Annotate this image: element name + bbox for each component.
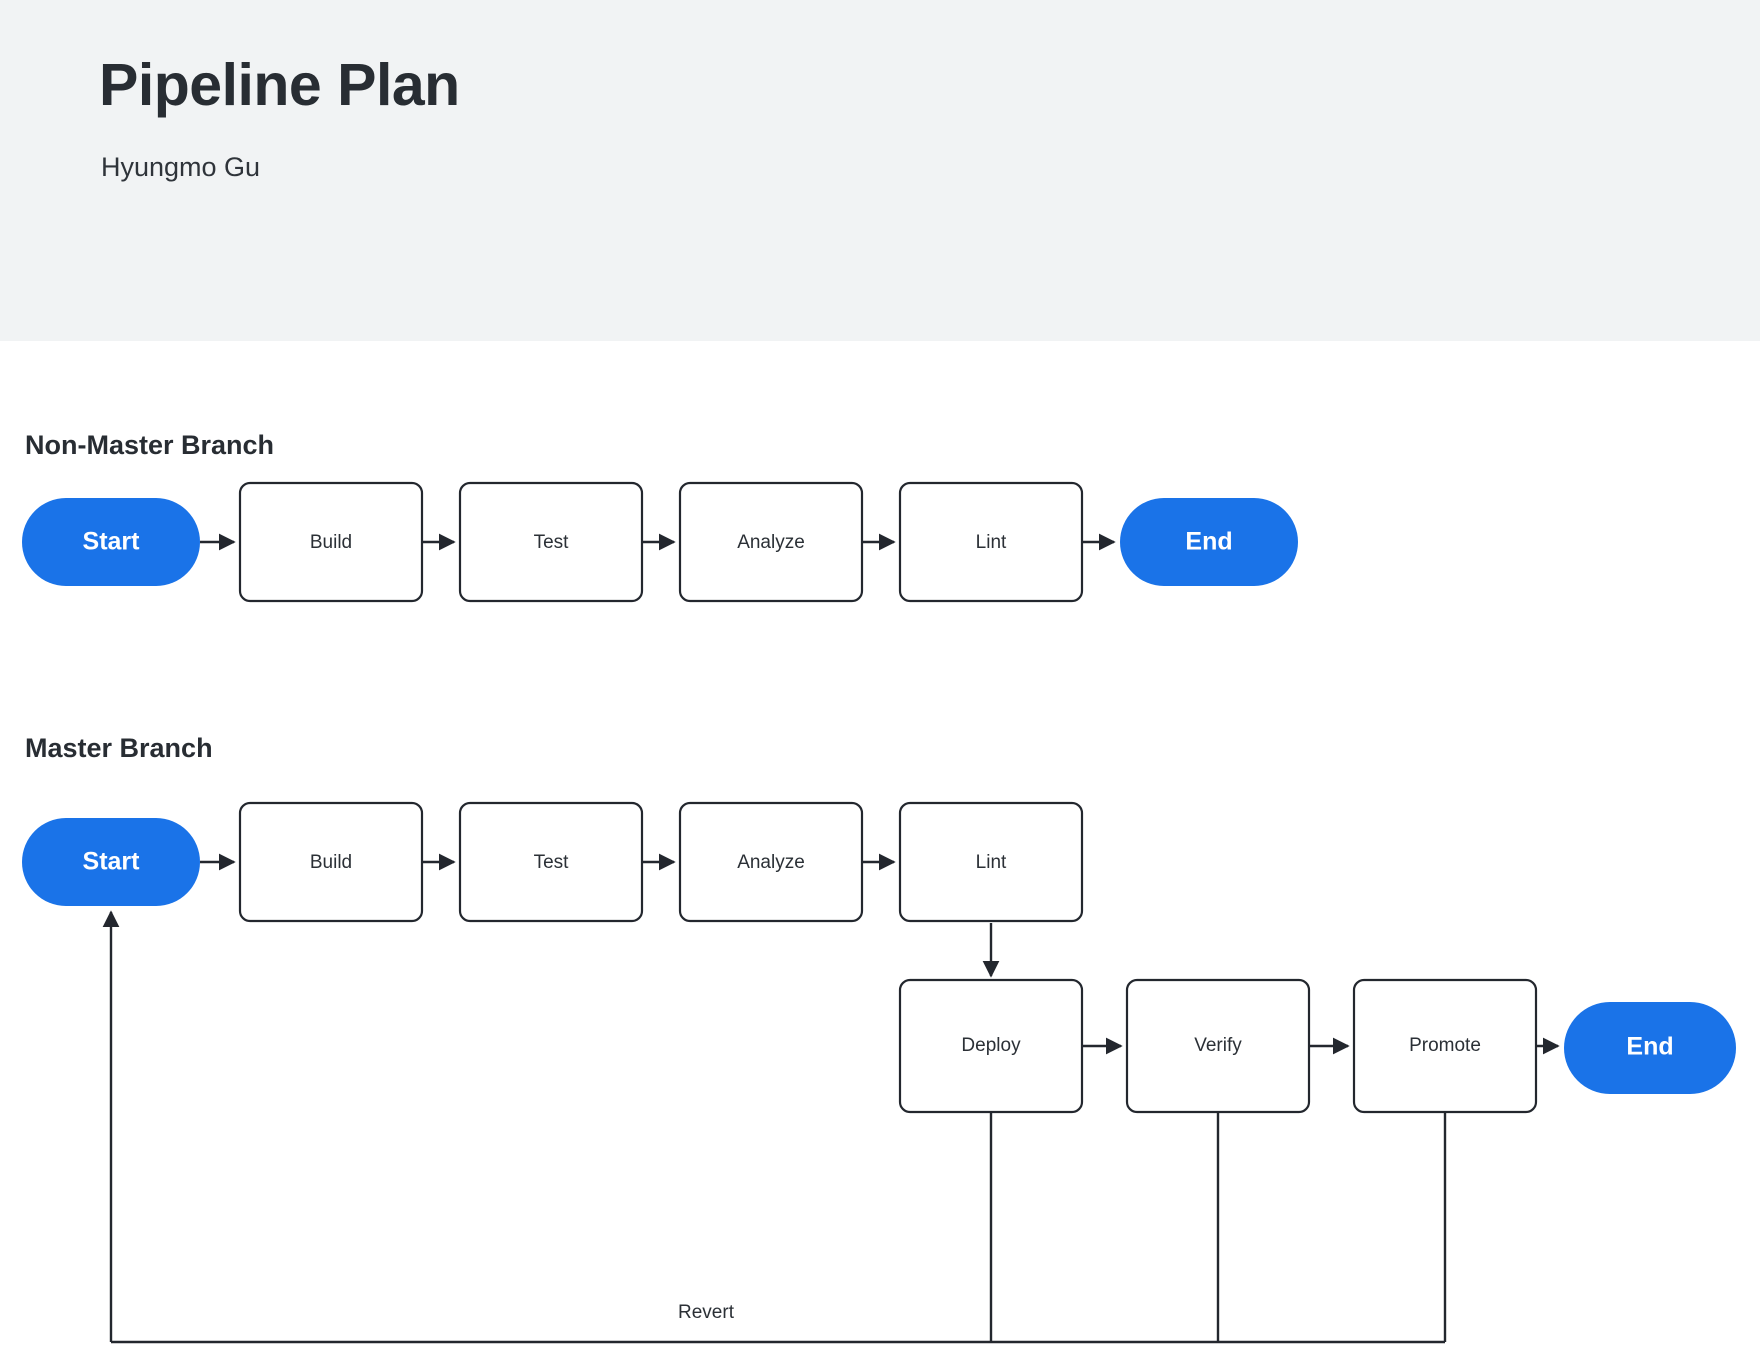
- node-analyze-shape: [678, 481, 864, 603]
- node-test-shape: [458, 801, 644, 923]
- node-test[interactable]: Test: [458, 801, 644, 923]
- node-analyze-label: Analyze: [737, 852, 805, 873]
- node-lint[interactable]: Lint: [898, 481, 1084, 603]
- node-end-shape: [1564, 1002, 1736, 1094]
- node-build-shape: [238, 801, 424, 923]
- node-test[interactable]: Test: [458, 481, 644, 603]
- node-end[interactable]: End: [1120, 498, 1298, 586]
- node-lint-shape: [898, 481, 1084, 603]
- node-end[interactable]: End: [1564, 1002, 1736, 1094]
- node-lint-label: Lint: [976, 852, 1007, 873]
- section-heading-master: Master Branch: [25, 733, 213, 763]
- node-test-shape: [458, 481, 644, 603]
- node-start-shape: [22, 818, 200, 906]
- node-verify-shape: [1125, 978, 1311, 1114]
- node-analyze-label: Analyze: [737, 532, 805, 553]
- node-start-label: Start: [83, 848, 141, 876]
- node-build-label: Build: [310, 532, 352, 553]
- node-start-label: Start: [83, 528, 141, 556]
- node-lint-label: Lint: [976, 532, 1007, 553]
- node-end-shape: [1120, 498, 1298, 586]
- node-build-label: Build: [310, 852, 352, 873]
- node-end-label: End: [1626, 1033, 1673, 1061]
- node-start-shape: [22, 498, 200, 586]
- node-analyze-shape: [678, 801, 864, 923]
- node-end-label: End: [1185, 528, 1232, 556]
- section-heading-non-master: Non-Master Branch: [25, 430, 275, 460]
- node-start[interactable]: Start: [22, 498, 200, 586]
- node-analyze[interactable]: Analyze: [678, 481, 864, 603]
- edge-group-revert: Revert: [102, 910, 1447, 1344]
- node-test-label: Test: [534, 852, 570, 873]
- node-deploy-label: Deploy: [961, 1035, 1021, 1056]
- node-test-label: Test: [534, 532, 570, 553]
- page-title: Pipeline Plan: [99, 52, 460, 118]
- page-author: Hyungmo Gu: [101, 152, 261, 182]
- node-start[interactable]: Start: [22, 818, 200, 906]
- node-analyze[interactable]: Analyze: [678, 801, 864, 923]
- flowchart-non-master-branch: Start Build Test Analyze Lint End: [0, 470, 1760, 660]
- node-promote-shape: [1352, 978, 1538, 1114]
- flowchart-master-branch: Revert Start Build Test Analyze Lint: [0, 780, 1760, 1360]
- node-build-shape: [238, 481, 424, 603]
- edge-label-revert: Revert: [678, 1302, 735, 1323]
- header-band: Pipeline Plan Hyungmo Gu: [0, 0, 1760, 341]
- node-promote-label: Promote: [1409, 1035, 1481, 1056]
- node-verify[interactable]: Verify: [1125, 978, 1311, 1114]
- node-lint[interactable]: Lint: [898, 801, 1084, 923]
- node-build[interactable]: Build: [238, 801, 424, 923]
- node-build[interactable]: Build: [238, 481, 424, 603]
- node-verify-label: Verify: [1194, 1035, 1242, 1056]
- node-deploy[interactable]: Deploy: [898, 978, 1084, 1114]
- node-lint-shape: [898, 801, 1084, 923]
- node-deploy-shape: [898, 978, 1084, 1114]
- node-promote[interactable]: Promote: [1352, 978, 1538, 1114]
